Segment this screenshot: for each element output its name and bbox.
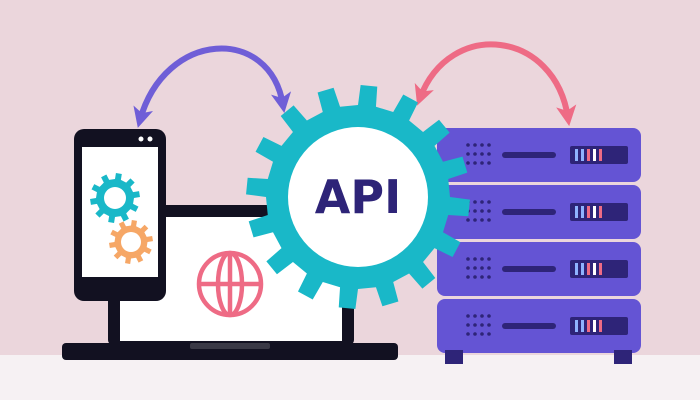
server-unit — [437, 128, 641, 182]
server-unit — [437, 299, 641, 353]
floor — [0, 355, 700, 400]
rack-foot — [445, 350, 463, 364]
gear-icon — [90, 173, 140, 223]
api-label: API — [315, 170, 401, 224]
globe-icon — [196, 250, 264, 318]
bidirectional-arrow-icon — [133, 45, 292, 128]
gear-icon — [246, 85, 470, 309]
gear-icon — [109, 220, 153, 264]
server-unit — [437, 185, 641, 239]
server-unit — [437, 242, 641, 296]
bidirectional-arrow-icon — [414, 41, 577, 127]
server-rack-icon — [437, 128, 641, 364]
rack-foot — [614, 350, 632, 364]
